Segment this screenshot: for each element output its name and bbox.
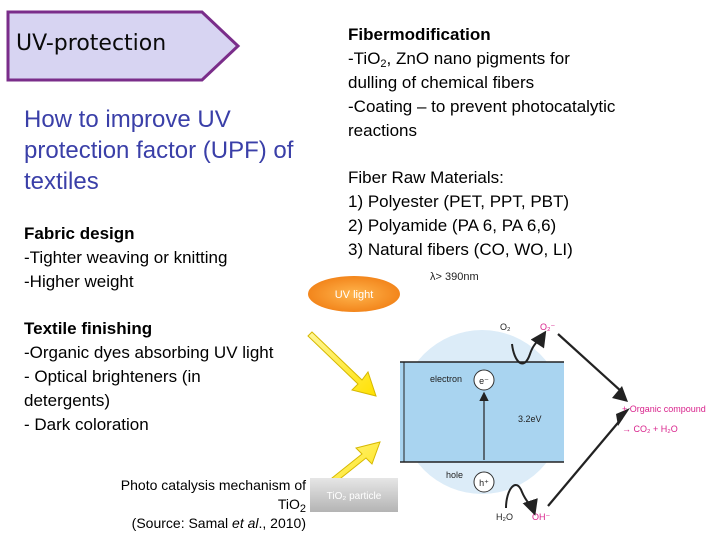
hole-label: hole xyxy=(446,470,463,480)
finishing-item: -Organic dyes absorbing UV light xyxy=(24,343,274,362)
fibermod-line: -Coating – to prevent photocatalytic xyxy=(348,97,616,116)
raw-materials-block: Fiber Raw Materials: 1) Polyester (PET, … xyxy=(348,166,718,262)
fibermod-sub: 2 xyxy=(380,58,387,70)
caption-sub: 2 xyxy=(299,503,306,515)
fibermod-line: dulling of chemical fibers xyxy=(348,73,535,92)
fibermod-line: -TiO2, ZnO nano pigments for xyxy=(348,47,718,71)
fabric-item: -Higher weight xyxy=(24,272,134,291)
uv-light-label: UV light xyxy=(335,289,374,301)
caption-italic: et al xyxy=(232,515,259,531)
photocatalysis-diagram: UV light λ> 390nm electron hole e⁻ h⁺ 3.… xyxy=(307,271,706,522)
uv-arrow-top xyxy=(307,331,377,397)
electron-label: electron xyxy=(430,374,462,384)
fabric-design-title: Fabric design xyxy=(24,224,135,243)
fibermod-title: Fibermodification xyxy=(348,25,491,44)
o2-label: O₂ xyxy=(500,322,511,332)
finishing-title: Textile finishing xyxy=(24,319,153,338)
badge-shape xyxy=(6,10,241,82)
section-badge: UV-protection xyxy=(16,31,167,56)
products-label: → CO₂ + H₂O xyxy=(622,424,678,434)
fibermod-line: reactions xyxy=(348,121,417,140)
finishing-item: - Dark coloration xyxy=(24,415,149,434)
fabric-design-block: Fabric design -Tighter weaving or knitti… xyxy=(24,222,227,294)
band-gap-label: 3.2eV xyxy=(518,414,542,424)
organic-compound-label: + Organic compound xyxy=(622,404,706,414)
oxidation-curve xyxy=(505,484,538,516)
fibermodification-block: Fibermodification -TiO2, ZnO nano pigmen… xyxy=(348,23,718,143)
tio2-particle-box xyxy=(310,478,398,512)
headline: How to improve UV protection factor (UPF… xyxy=(24,106,294,195)
caption-text: ., 2010) xyxy=(258,515,306,531)
tio2-particle-label: TiO₂ particle xyxy=(327,491,382,502)
radical-arrowhead xyxy=(612,386,628,402)
textile-finishing-block: Textile finishing -Organic dyes absorbin… xyxy=(24,317,324,437)
caption-text: TiO xyxy=(277,496,300,512)
hole-circle xyxy=(473,471,495,493)
caption-text: (Source: Samal xyxy=(131,515,233,531)
finishing-item: detergents) xyxy=(24,391,110,410)
caption-line: Photo catalysis mechanism of xyxy=(120,477,306,493)
raw-item: 2) Polyamide (PA 6, PA 6,6) xyxy=(348,216,557,235)
uv-light-oval xyxy=(308,276,400,312)
figure-caption: Photo catalysis mechanism of TiO2 (Sourc… xyxy=(96,476,306,533)
raw-item: 1) Polyester (PET, PPT, PBT) xyxy=(348,192,570,211)
electron-circle xyxy=(473,369,495,391)
caption-line: (Source: Samal et al., 2010) xyxy=(96,514,306,533)
radical-arrow-line xyxy=(557,333,623,393)
hydroxyl-arrowhead xyxy=(616,408,630,426)
h2o-label: H₂O xyxy=(496,512,513,522)
o2-radical-label: O₂⁻ xyxy=(540,322,555,332)
hydroxyl-arrow-line xyxy=(547,417,623,507)
caption-line: TiO2 xyxy=(96,495,306,515)
raw-title: Fiber Raw Materials: xyxy=(348,168,504,187)
oh-label: OH⁻ xyxy=(532,512,551,522)
finishing-item: - Optical brighteners (in xyxy=(24,367,201,386)
hole-symbol: h⁺ xyxy=(479,478,489,488)
fabric-item: -Tighter weaving or knitting xyxy=(24,248,228,267)
reduction-curve xyxy=(511,330,547,365)
raw-item: 3) Natural fibers (CO, WO, LI) xyxy=(348,240,573,259)
fibermod-text: -TiO xyxy=(348,49,381,68)
wavelength-label: λ> 390nm xyxy=(430,271,479,283)
electron-symbol: e⁻ xyxy=(479,376,489,386)
fibermod-text: , ZnO nano pigments for xyxy=(386,49,570,68)
